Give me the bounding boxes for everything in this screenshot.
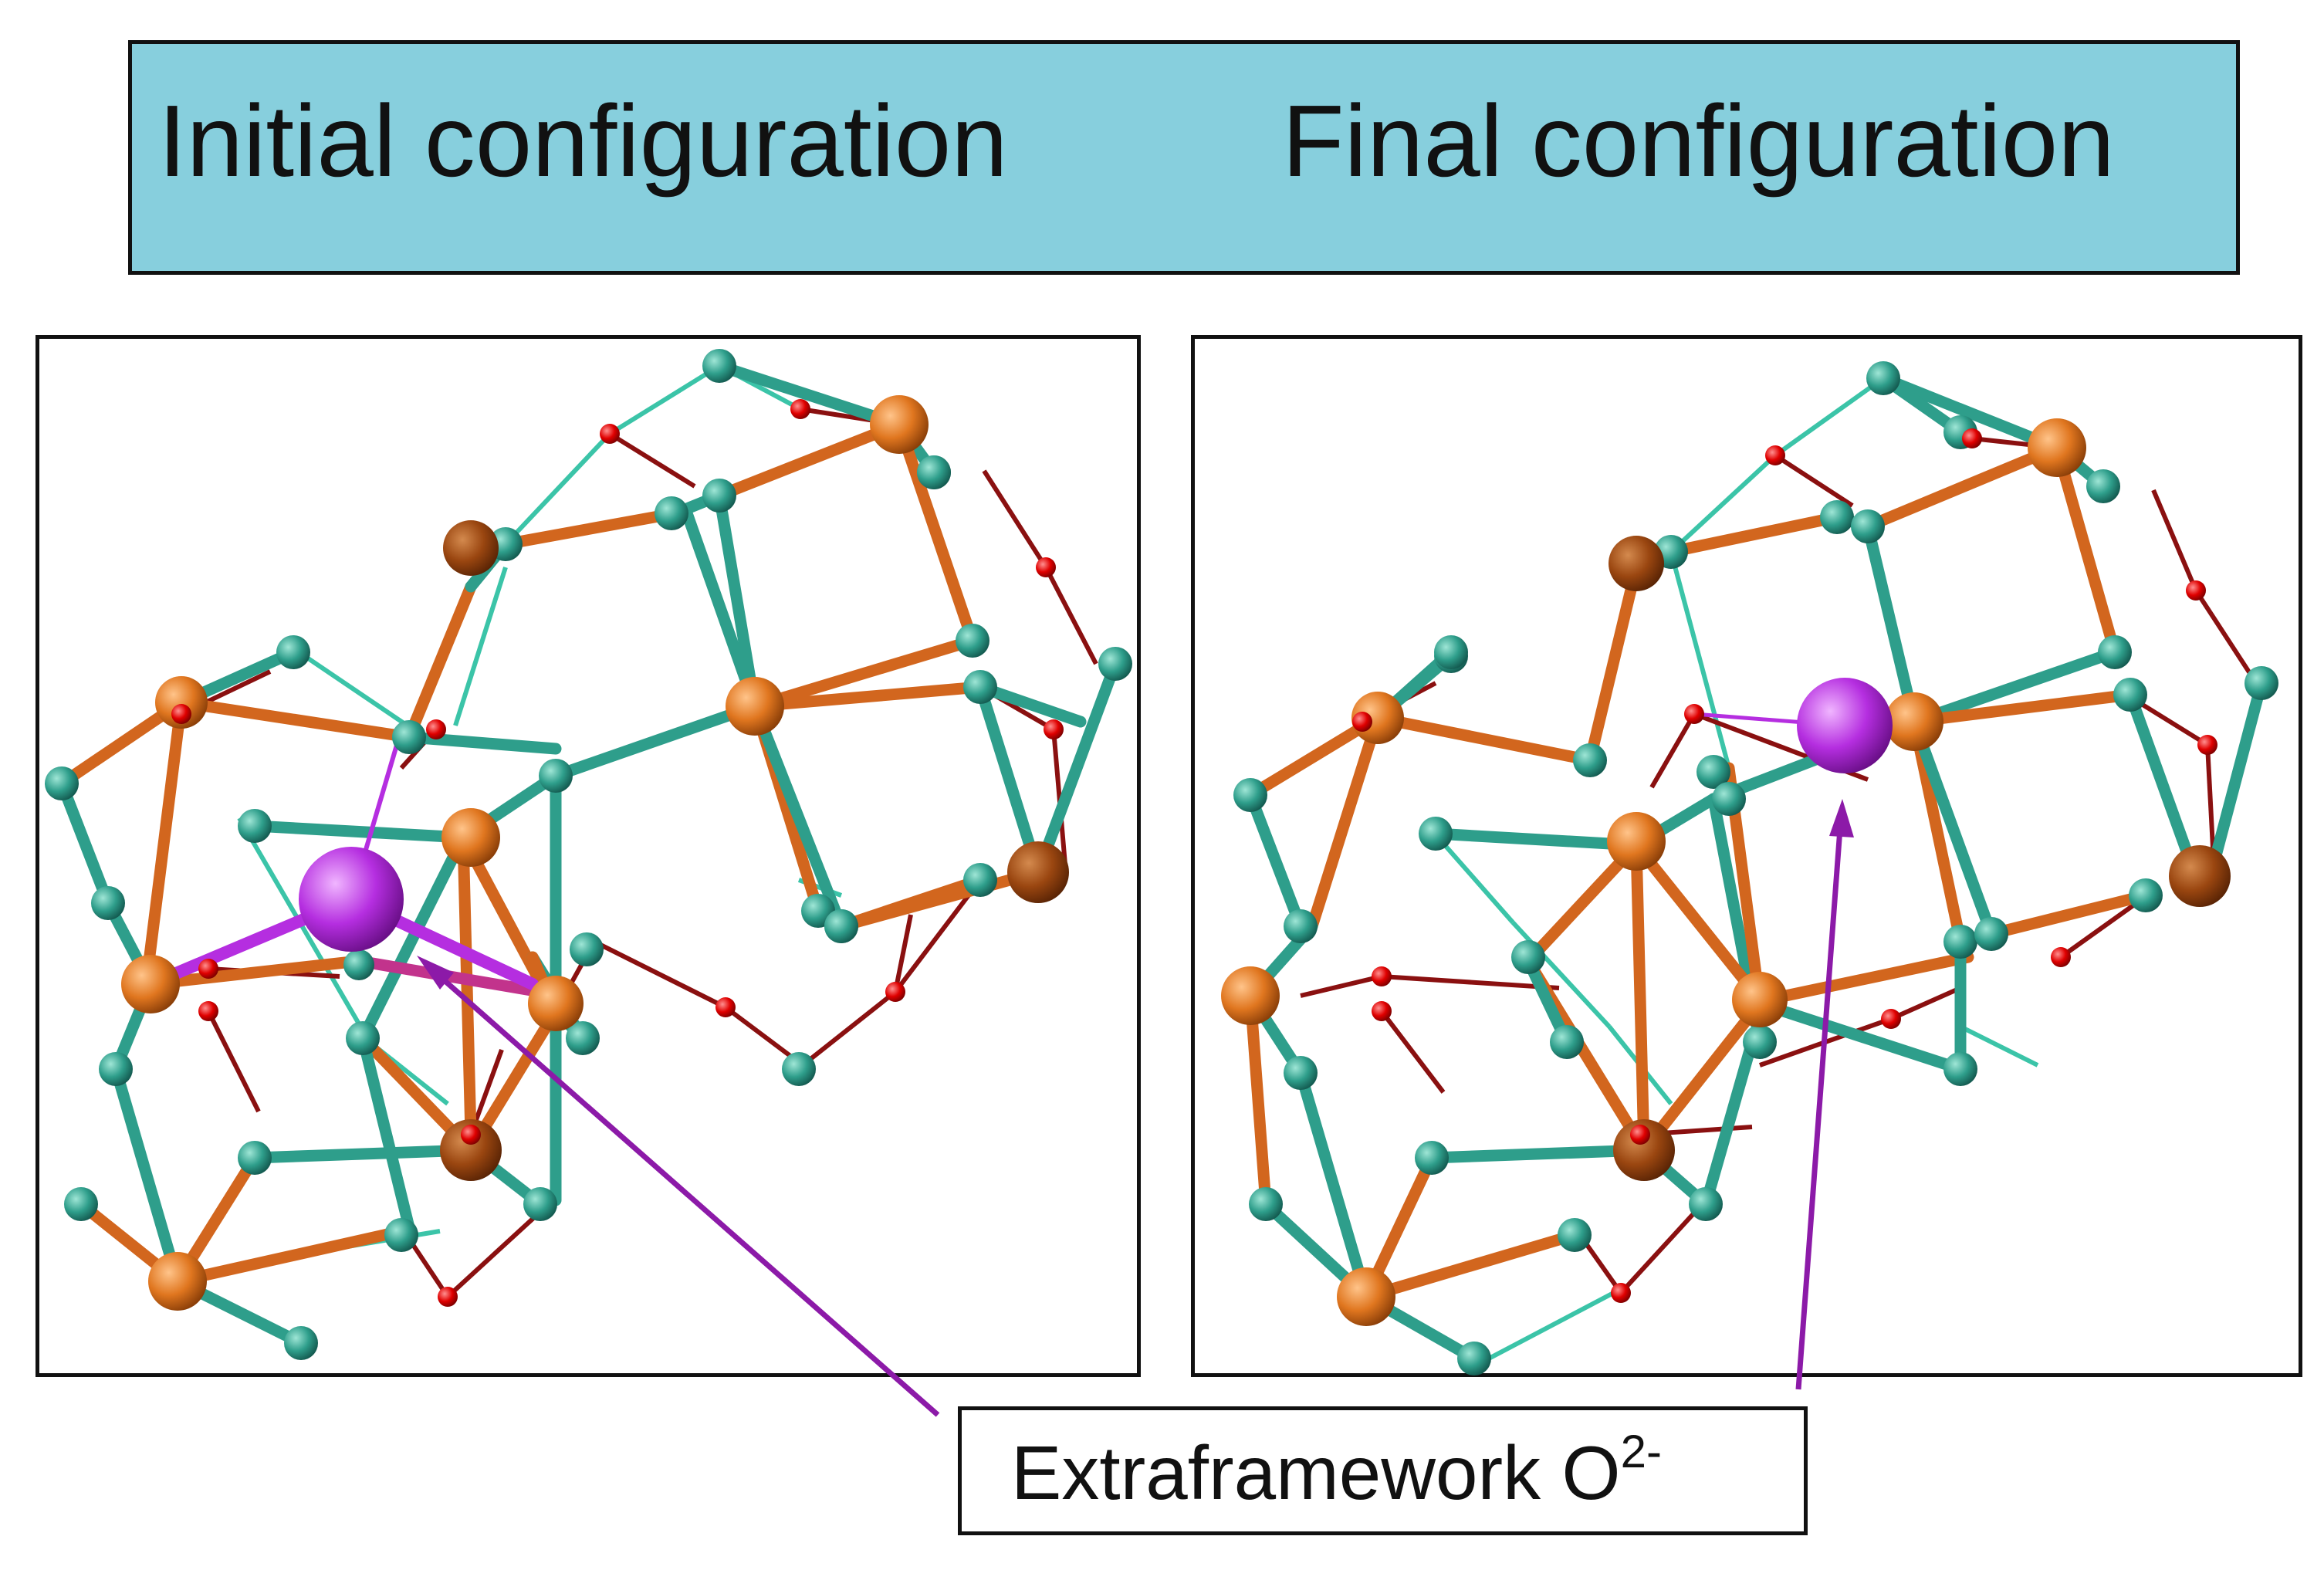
final-configuration-panel: [1191, 335, 2302, 1377]
final-cations: [1221, 418, 2086, 1326]
initial-structure: [45, 349, 1132, 1360]
final-framework-o: [1352, 428, 2217, 1303]
final-dark-cations: [1609, 536, 2231, 1181]
final-callout-arrow: [1795, 817, 1844, 1390]
initial-configuration-title: Initial configuration: [158, 84, 1008, 198]
extraframework-o-label: Extraframework O2-: [1011, 1429, 1662, 1511]
final-extraframework-o-atom: [1797, 678, 1893, 773]
extraframework-o-label-text: Extraframework O: [1011, 1430, 1621, 1515]
final-thick-bonds: [1244, 372, 2268, 1365]
final-structure: [1221, 361, 2278, 1375]
extraframework-o-charge: 2-: [1620, 1426, 1662, 1477]
initial-extraframework-o-atom: [299, 847, 404, 952]
final-t-atoms: [1233, 361, 2278, 1375]
extraframework-o-label-box: Extraframework O2-: [958, 1406, 1808, 1535]
initial-framework-o: [171, 399, 1064, 1307]
initial-callout-arrow: [426, 964, 940, 1417]
initial-thin-red-bonds: [180, 407, 1098, 1299]
final-configuration-title: Final configuration: [1282, 84, 2115, 198]
initial-t-atoms: [45, 349, 1132, 1360]
initial-callout-arrowhead: [417, 956, 454, 990]
callout-arrows: [417, 799, 1854, 1417]
final-callout-arrowhead: [1829, 799, 1854, 837]
initial-thick-bonds: [56, 360, 1121, 1349]
header-banner: Initial configuration Final configuratio…: [128, 40, 2240, 275]
initial-cations: [121, 395, 929, 1311]
initial-dark-cations: [440, 520, 1069, 1181]
